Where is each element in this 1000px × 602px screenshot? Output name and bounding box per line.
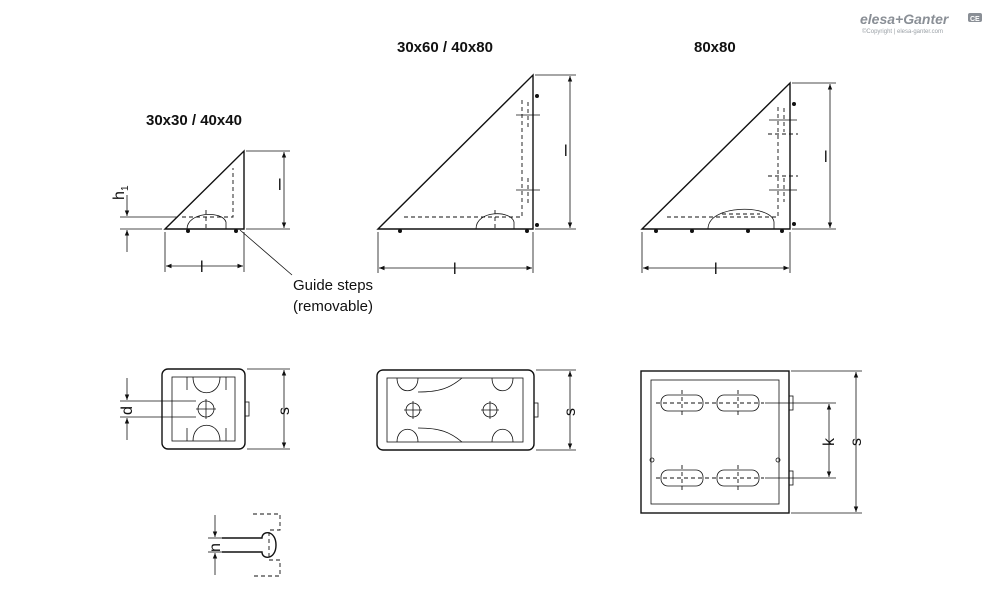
brand-logo-text: elesa+Ganter: [860, 11, 950, 27]
label-k: k: [821, 437, 838, 446]
plate-outline-medium: [376, 369, 535, 451]
guide-steps-removable-label: (removable): [293, 298, 373, 315]
title-small-size: 30x30 / 40x40: [146, 112, 242, 129]
label-l-small-vertical: l: [278, 177, 282, 194]
hidden-inner-outline-large: [667, 106, 779, 218]
plate-inner-small: [171, 376, 236, 442]
label-l-large-vertical: l: [824, 149, 828, 166]
bracket-outline-small: [163, 149, 245, 230]
side-view-large: [640, 81, 836, 273]
top-view-large: [640, 370, 862, 514]
plate-inner-medium: [386, 377, 524, 443]
plate-inner-large: [650, 379, 780, 505]
profile-hidden-outline: [253, 513, 281, 577]
ce-badge-icon: [968, 13, 982, 22]
guide-steps-label: Guide steps: [293, 277, 373, 294]
label-l-medium-vertical: l: [564, 143, 568, 160]
brand-logo: elesa+Ganter CE ©Copyright | elesa-gante…: [860, 11, 982, 35]
label-h1: h 1: [111, 185, 131, 200]
slot-large: [707, 208, 775, 230]
top-view-small: [120, 368, 290, 450]
guide-step-tab: [222, 532, 277, 558]
top-view-medium: [376, 369, 576, 451]
title-large-size: 80x80: [694, 39, 736, 56]
guide-steps-leader: [239, 229, 293, 276]
label-s-small: s: [276, 407, 293, 415]
bracket-outline-large: [640, 81, 791, 230]
slot-medium: [475, 213, 515, 230]
bracket-outline-medium: [376, 73, 534, 230]
copyright-text: ©Copyright | elesa-ganter.com: [862, 28, 943, 35]
guide-step-detail: [208, 513, 281, 577]
hidden-inner-outline-medium: [404, 98, 523, 218]
side-view-small: [120, 149, 293, 276]
label-d: d: [119, 406, 136, 415]
label-n: n: [207, 543, 224, 552]
label-h1-main: h: [111, 191, 128, 200]
label-h1-sub: 1: [120, 185, 131, 191]
label-l-medium-horizontal: l: [453, 261, 457, 278]
label-s-large: s: [848, 438, 865, 446]
label-l-small-horizontal: l: [200, 259, 204, 276]
hidden-inner-outline-small: [182, 168, 234, 218]
label-l-large-horizontal: l: [714, 261, 718, 278]
label-s-medium: s: [562, 408, 579, 416]
title-medium-size: 30x60 / 40x80: [397, 39, 493, 56]
ce-badge-text: CE: [970, 16, 980, 23]
plate-outline-large: [640, 370, 790, 514]
slot-small: [186, 213, 227, 230]
side-view-medium: [376, 73, 576, 273]
